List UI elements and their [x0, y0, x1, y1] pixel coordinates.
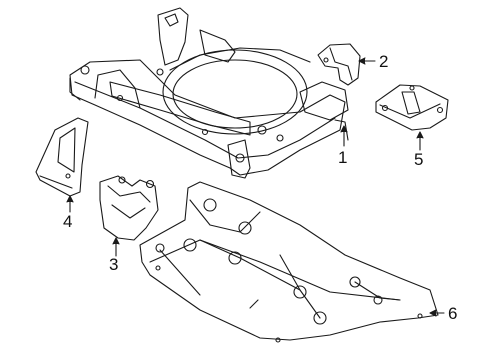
- mount-part-5: [375, 84, 449, 131]
- callout-3: 3: [109, 255, 118, 274]
- reinforcement-part-4: [35, 117, 89, 197]
- callout-6: 6: [448, 304, 457, 323]
- bracket-part-3: [99, 175, 159, 241]
- shield-part-6: [139, 181, 439, 343]
- subframe-part-1: [69, 7, 349, 179]
- callout-1: 1: [338, 148, 347, 167]
- bracket-part-2: [317, 43, 361, 86]
- callout-2: 2: [379, 52, 388, 71]
- callout-4: 4: [63, 212, 72, 231]
- callout-leaders: [66, 57, 445, 317]
- callout-5: 5: [414, 150, 423, 169]
